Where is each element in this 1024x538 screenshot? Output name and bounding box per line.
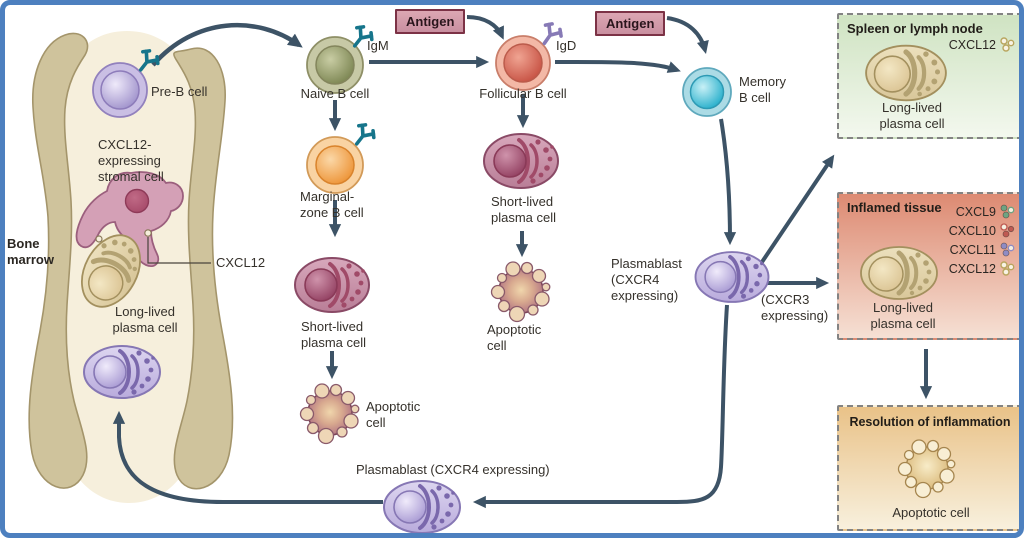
plasmablast-cxcr4-label: Plasmablast (CXCR4 expressing) xyxy=(611,256,682,303)
bone-marrow-label: Bone marrow xyxy=(7,236,54,267)
apoptotic-cell-graphic xyxy=(299,383,360,445)
pre-b-cell-label: Pre-B cell xyxy=(151,84,208,99)
spleen-box-title: Spleen or lymph node xyxy=(847,21,983,36)
cxcl9-dots-icon xyxy=(1000,204,1015,219)
pre-b-cell-graphic xyxy=(92,62,148,118)
stromal-cell-graphic xyxy=(75,171,211,267)
antigen-box-1: Antigen xyxy=(395,9,466,34)
short-lived-plasma-cell-graphic xyxy=(293,256,371,314)
apoptotic-cell-label-2: Apoptotic cell xyxy=(487,322,542,353)
short-lived-plasma-cell-graphic xyxy=(482,132,560,190)
arrow-antigen2 xyxy=(666,16,709,54)
cxcl11-label: CXCL11 xyxy=(949,243,996,257)
igd-label: IgD xyxy=(556,38,577,53)
arrow-memory-to-plasmablast xyxy=(719,118,737,246)
stromal-cell-label: CXCL12- expressing stromal cell xyxy=(98,137,164,184)
spleen-lymph-node-box: Spleen or lymph node CXCL12 Long-lived p… xyxy=(837,13,1019,139)
arrow-preb-to-naive xyxy=(151,22,303,67)
cxcl12-callout-line xyxy=(147,237,211,264)
chemokine-row: CXCL9 xyxy=(956,204,1015,220)
memory-b-cell-graphic xyxy=(682,67,732,117)
apoptotic-cell-graphic xyxy=(490,261,551,323)
cxcl11-dots-icon xyxy=(1000,242,1015,257)
arrow-antigen1 xyxy=(466,15,504,40)
arrow-follicular-to-memory xyxy=(554,59,681,73)
cxcr3-expressing-label: (CXCR3 expressing) xyxy=(761,292,829,323)
naive-b-cell-graphic xyxy=(306,36,364,94)
spleen-cxcl12-label: CXCL12 xyxy=(948,38,996,52)
inflamed-tissue-box: Inflamed tissue CXCL9 CXCL10 CXCL11 xyxy=(837,192,1019,340)
apoptotic-cell-label: Apoptotic cell xyxy=(366,399,421,430)
chemokine-row: CXCL11 xyxy=(950,242,1015,258)
cxcl12-dots-icon xyxy=(1000,37,1015,52)
plasmablast-bottom-graphic xyxy=(382,479,462,533)
follicular-b-cell-label: Follicular B cell xyxy=(479,86,567,101)
resolution-box-title: Resolution of inflammation xyxy=(849,415,1011,429)
spleen-cxcl12-row: CXCL12 xyxy=(949,37,1015,53)
cxcl12-callout-label: CXCL12 xyxy=(216,255,266,270)
marginal-zone-b-cell-graphic xyxy=(306,136,364,194)
follicular-b-cell-graphic xyxy=(495,35,551,91)
inflamed-cell-label: Long-lived plasma cell xyxy=(870,300,936,331)
inflamed-box-title: Inflamed tissue xyxy=(847,200,942,215)
cxcl9-label: CXCL9 xyxy=(955,205,996,219)
igm-antibody-icon xyxy=(131,46,163,78)
naive-b-cell-label: Naive B cell xyxy=(300,86,370,101)
arrow-plasmablast-to-spleen xyxy=(760,154,835,264)
memory-b-cell-label: Memory B cell xyxy=(739,74,786,105)
cxcl10-label: CXCL10 xyxy=(948,224,996,238)
arrow-return-to-bone-marrow xyxy=(112,410,383,504)
cxcl12-dots-icon xyxy=(1000,261,1015,276)
short-lived-plasma-cell-label-2: Short-lived plasma cell xyxy=(491,194,557,225)
short-lived-plasma-cell-label: Short-lived plasma cell xyxy=(301,319,367,350)
chemokine-row: CXCL10 xyxy=(949,223,1015,239)
spleen-cell-label: Long-lived plasma cell xyxy=(879,100,945,131)
plasmablast-cxcr4-bottom-label: Plasmablast (CXCR4 expressing) xyxy=(356,462,550,477)
cxcl10-dots-icon xyxy=(1000,223,1015,238)
long-lived-plasma-cell-bm-label: Long-lived plasma cell xyxy=(112,304,178,335)
marginal-zone-b-cell-label: Marginal- zone B cell xyxy=(300,189,364,220)
cxcl12-label: CXCL12 xyxy=(948,262,996,276)
igm-antibody-icon xyxy=(347,120,379,152)
igm-label: IgM xyxy=(367,38,389,53)
bone-marrow-shape xyxy=(28,31,234,503)
chemokine-row: CXCL12 xyxy=(949,261,1015,277)
plasma-cell-bm-graphic xyxy=(82,344,162,400)
antigen-box-2: Antigen xyxy=(595,11,666,36)
plasmablast-graphic xyxy=(693,250,771,304)
cxcl12-secretion-dots xyxy=(95,229,152,249)
resolution-cell-label: Apoptotic cell xyxy=(892,505,970,520)
resolution-box: Resolution of inflammation Apoptotic cel… xyxy=(837,405,1019,531)
